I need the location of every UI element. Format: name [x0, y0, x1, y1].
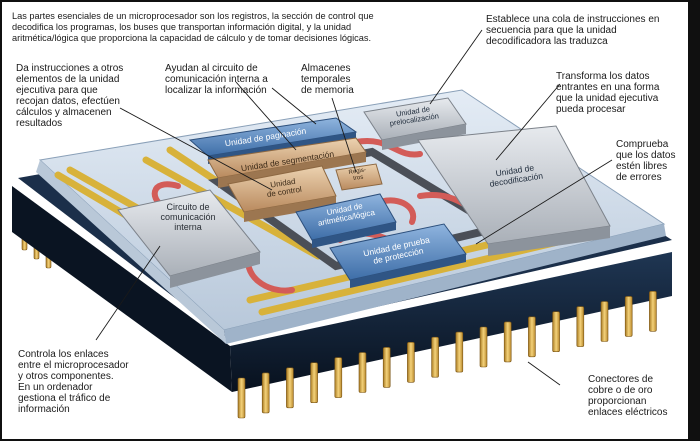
pin: [528, 316, 536, 358]
chip-body-front-side: [230, 252, 672, 392]
intro-text: Las partes esenciales de un microprocesa…: [12, 11, 374, 43]
pin: [479, 326, 488, 368]
leader-lines: [95, 29, 613, 386]
decode-callout: Transforma los datos entrantes en una fo…: [556, 71, 660, 115]
protection-unit-edge: [350, 254, 466, 288]
pin: [552, 311, 560, 353]
pin: [455, 331, 464, 373]
pins-front: [237, 290, 657, 419]
pin: [334, 357, 343, 398]
bus-unit-edge: [170, 252, 260, 288]
registers-block: [335, 163, 383, 191]
pin: [503, 321, 512, 363]
chip-glass-edge-front: [224, 224, 666, 344]
control-unit-callout: Da instrucciones a otros elementos de la…: [16, 63, 124, 129]
alu-edge: [312, 222, 396, 248]
registers-label: Regis-tros: [348, 167, 367, 182]
pin: [431, 336, 439, 378]
pin: [600, 301, 609, 342]
chip-body-left-side: [12, 186, 232, 392]
pin: [649, 290, 657, 332]
chip-glass-edge-left: [36, 160, 226, 344]
pin: [576, 306, 585, 347]
pin: [624, 296, 633, 337]
pins-callout: Conectores de cobre o de oro proporciona…: [588, 374, 668, 418]
pin: [407, 341, 415, 383]
pin: [237, 377, 246, 419]
control-unit-edge: [244, 196, 336, 222]
pin: [261, 372, 270, 414]
prefetch-callout: Establece una cola de instrucciones en s…: [486, 14, 660, 47]
protection-callout: Comprueba que los datos estén libres de …: [616, 139, 676, 183]
pin: [382, 347, 391, 388]
bus-callout: Controla los enlaces entre el microproce…: [18, 349, 129, 415]
decode-unit-edge: [488, 226, 610, 256]
pin: [358, 352, 367, 393]
pin: [310, 362, 318, 404]
prefetch-unit-edge: [382, 124, 466, 150]
paging-callout: Ayudan al circuito de comunicación inter…: [165, 63, 268, 96]
registers-callout: Almacenes temporales de memoria: [301, 63, 354, 96]
pin: [286, 367, 294, 409]
